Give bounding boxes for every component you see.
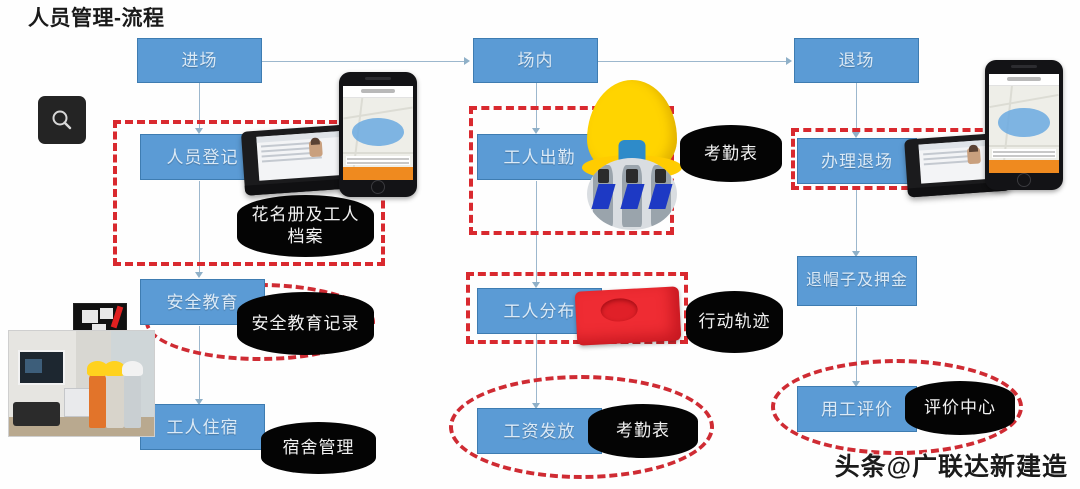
output-pill-safety-education-record[interactable]: 安全教育记录 (237, 292, 374, 355)
header-box-exit[interactable]: 退场 (794, 38, 919, 83)
arrowhead-c2-0 (532, 128, 540, 134)
red-beacon-device (574, 286, 682, 346)
connector-c3-1 (856, 186, 857, 253)
highlight-ellipse-salary-payment (449, 375, 714, 479)
phone-map-geofence-right (985, 60, 1063, 190)
connector-c1-0 (199, 83, 200, 131)
arrowhead-onsite (464, 57, 470, 65)
output-pill-dormitory-management[interactable]: 宿舍管理 (261, 422, 376, 474)
connector-entry-to-onsite (262, 61, 465, 62)
connector-c1-1 (199, 181, 200, 274)
tablet-id-registration (240, 124, 356, 196)
step-box-salary-payment[interactable]: 工资发放 (477, 408, 602, 454)
output-pill-movement-track[interactable]: 行动轨迹 (686, 291, 783, 353)
page-title: 人员管理-流程 (28, 7, 165, 30)
connector-c2-2 (536, 333, 537, 405)
step-box-exit-processing[interactable]: 办理退场 (797, 138, 917, 184)
highlight-ellipse-labor-evaluation (771, 359, 1023, 455)
phone-map-geofence-left (339, 72, 417, 197)
connector-c1-2 (199, 326, 200, 401)
step-box-return-helmet-and-deposit[interactable]: 退帽子及押金 (797, 256, 917, 306)
output-pill-evaluation-center[interactable]: 评价中心 (905, 381, 1015, 435)
header-box-onsite[interactable]: 场内 (473, 38, 598, 83)
arrowhead-c3-0 (852, 132, 860, 138)
output-pill-attendance-sheet-bottom[interactable]: 考勤表 (588, 404, 698, 458)
watermark: 头条@广联达新建造 (834, 453, 1068, 481)
safety-education-classroom-photo (8, 330, 155, 437)
arrowhead-exit (786, 57, 792, 65)
output-pill-attendance-sheet-top[interactable]: 考勤表 (680, 125, 782, 182)
arrowhead-c3-1 (852, 251, 860, 257)
step-box-worker-attendance[interactable]: 工人出勤 (477, 134, 602, 180)
arrowhead-c1-0 (195, 128, 203, 134)
connector-c3-2 (856, 307, 857, 383)
arrowhead-c2-1 (532, 282, 540, 288)
step-box-worker-accommodation[interactable]: 工人住宿 (140, 404, 265, 450)
output-pill-roster-and-worker-archive[interactable]: 花名册及工人档案 (237, 195, 374, 257)
connector-onsite-to-exit (598, 61, 786, 62)
connector-c3-0 (856, 83, 857, 135)
step-box-labor-evaluation[interactable]: 用工评价 (797, 386, 917, 432)
turnstile-gates (587, 158, 677, 230)
search-button[interactable] (38, 96, 86, 144)
header-box-entry[interactable]: 进场 (137, 38, 262, 83)
arrowhead-c1-2 (195, 399, 203, 405)
search-icon (52, 110, 72, 130)
smart-helmet (581, 80, 683, 230)
arrowhead-c1-1 (195, 272, 203, 278)
